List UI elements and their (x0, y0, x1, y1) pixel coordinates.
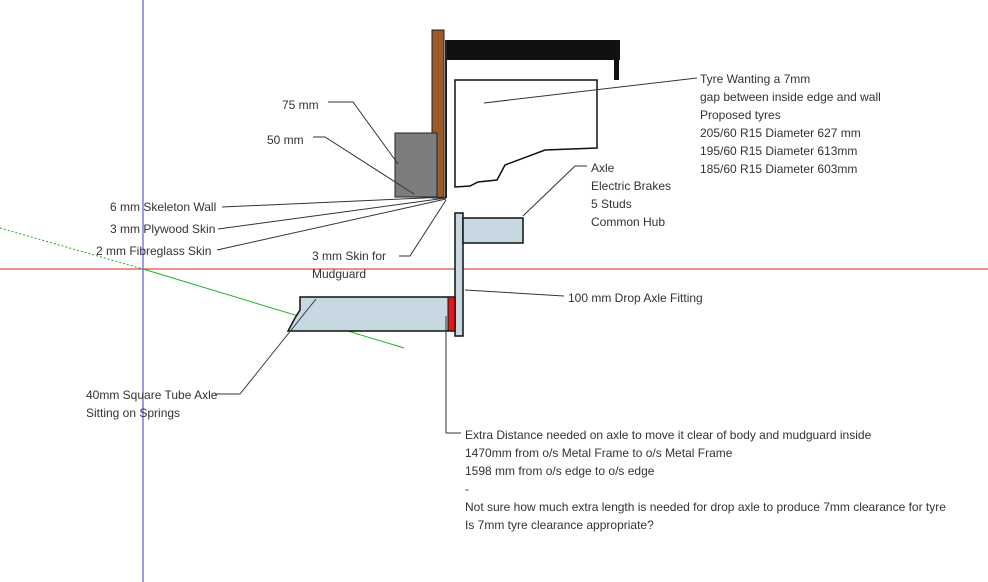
axle-note-line-4: Common Hub (591, 215, 666, 229)
plywood-skin-label: 3 mm Plywood Skin (110, 222, 216, 236)
mudguard-skin-label: 3 mm Skin for Mudguard (312, 247, 386, 283)
leader-square-tube (215, 298, 317, 395)
leader-fibreglass (216, 198, 447, 251)
extra-distance-line-4: - (465, 482, 469, 496)
skeleton-wall-label: 6 mm Skeleton Wall (110, 200, 217, 214)
tyre-note-line-4: 205/60 R15 Diameter 627 mm (700, 126, 861, 140)
square-tube-label: 40mm Square Tube Axle Sitting on Springs (86, 386, 217, 422)
square-tube-line-1: 40mm Square Tube Axle (86, 388, 218, 402)
leader-tyre (483, 77, 698, 104)
fibreglass-skin-label: 2 mm Fibreglass Skin (96, 244, 212, 258)
tyre-note-line-3: Proposed tyres (700, 108, 781, 122)
leader-axle (522, 165, 587, 217)
leader-mudguard-skin (399, 199, 447, 257)
extra-distance-line-3: 1598 mm from o/s edge to o/s edge (465, 464, 655, 478)
red-spacer-plate (447, 296, 456, 332)
dim-75mm-label: 75 mm (282, 98, 319, 112)
axle-note-line-3: 5 Studs (591, 197, 632, 211)
axle-note: Axle Electric Brakes 5 Studs Common Hub (591, 159, 671, 231)
extra-distance-line-2: 1470mm from o/s Metal Frame to o/s Metal… (465, 446, 733, 460)
square-tube-line-2: Sitting on Springs (86, 406, 181, 420)
extra-distance-line-5: Not sure how much extra length is needed… (465, 500, 946, 514)
leader-skeleton (221, 196, 447, 208)
green-axis-dotted (0, 227, 144, 270)
mudguard-skin-line-1: 3 mm Skin for (312, 249, 387, 263)
green-axis (142, 268, 405, 349)
leader-extra-distance (445, 316, 461, 434)
mudguard-skin-line-2: Mudguard (312, 267, 367, 281)
drop-axle-fitting (454, 212, 464, 337)
tyre-note-line-5: 195/60 R15 Diameter 613mm (700, 144, 858, 158)
drop-axle-label: 100 mm Drop Axle Fitting (568, 291, 703, 305)
tyre-note-line-6: 185/60 R15 Diameter 603mm (700, 162, 858, 176)
leader-75mm (328, 101, 399, 165)
axle-note-line-1: Axle (591, 161, 615, 175)
tyre-note-line-2: gap between inside edge and wall (700, 90, 881, 104)
extra-distance-line-1: Extra Distance needed on axle to move it… (465, 428, 872, 442)
leader-lines (215, 77, 698, 434)
tyre-note-line-1: Tyre Wanting a 7mm (700, 72, 811, 86)
leader-drop-axle (464, 289, 565, 297)
axle-note-line-2: Electric Brakes (591, 179, 672, 193)
dim-50mm-label: 50 mm (267, 133, 304, 147)
top-bar-drop (614, 40, 619, 80)
top-bar (445, 40, 620, 60)
tyre-profile (454, 79, 598, 188)
leader-50mm (313, 136, 415, 195)
grey-block (394, 132, 438, 198)
extra-distance-line-6: Is 7mm tyre clearance appropriate? (465, 518, 654, 532)
leader-plywood (217, 197, 447, 230)
extra-distance-note: Extra Distance needed on axle to move it… (465, 426, 946, 534)
tyre-note: Tyre Wanting a 7mm gap between inside ed… (700, 70, 881, 178)
axle-hub (462, 217, 524, 244)
